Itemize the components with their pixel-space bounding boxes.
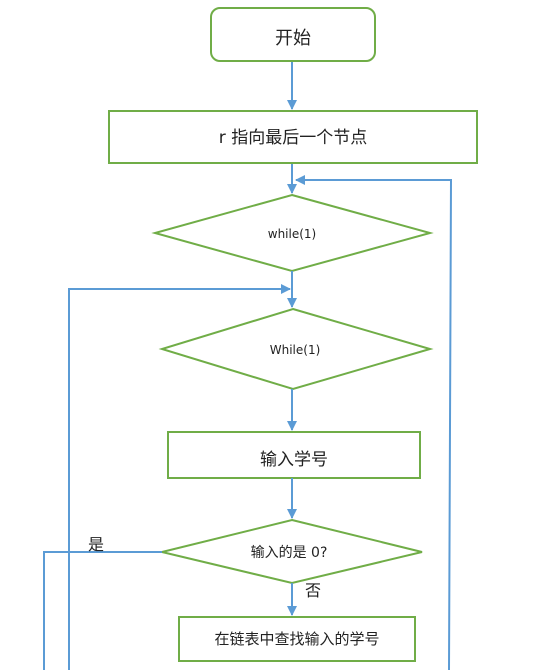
no-label: 否 bbox=[305, 581, 321, 600]
start-label: 开始 bbox=[275, 28, 311, 49]
input-id-node bbox=[167, 431, 421, 479]
loop-back-outer bbox=[295, 175, 453, 670]
set-r-node bbox=[108, 110, 478, 164]
yes-branch-line bbox=[43, 551, 162, 670]
while-outer-label: while(1) bbox=[268, 227, 316, 241]
loop-back-inner bbox=[68, 284, 291, 670]
set-r-label: r 指向最后一个节点 bbox=[219, 128, 367, 148]
while-inner-label: While(1) bbox=[270, 343, 321, 357]
search-node bbox=[178, 616, 416, 662]
search-label: 在链表中查找输入的学号 bbox=[214, 630, 379, 648]
input-id-label: 输入学号 bbox=[260, 450, 328, 470]
is-zero-label: 输入的是 0? bbox=[251, 545, 328, 561]
yes-label: 是 bbox=[88, 535, 104, 554]
start-node bbox=[210, 7, 376, 62]
